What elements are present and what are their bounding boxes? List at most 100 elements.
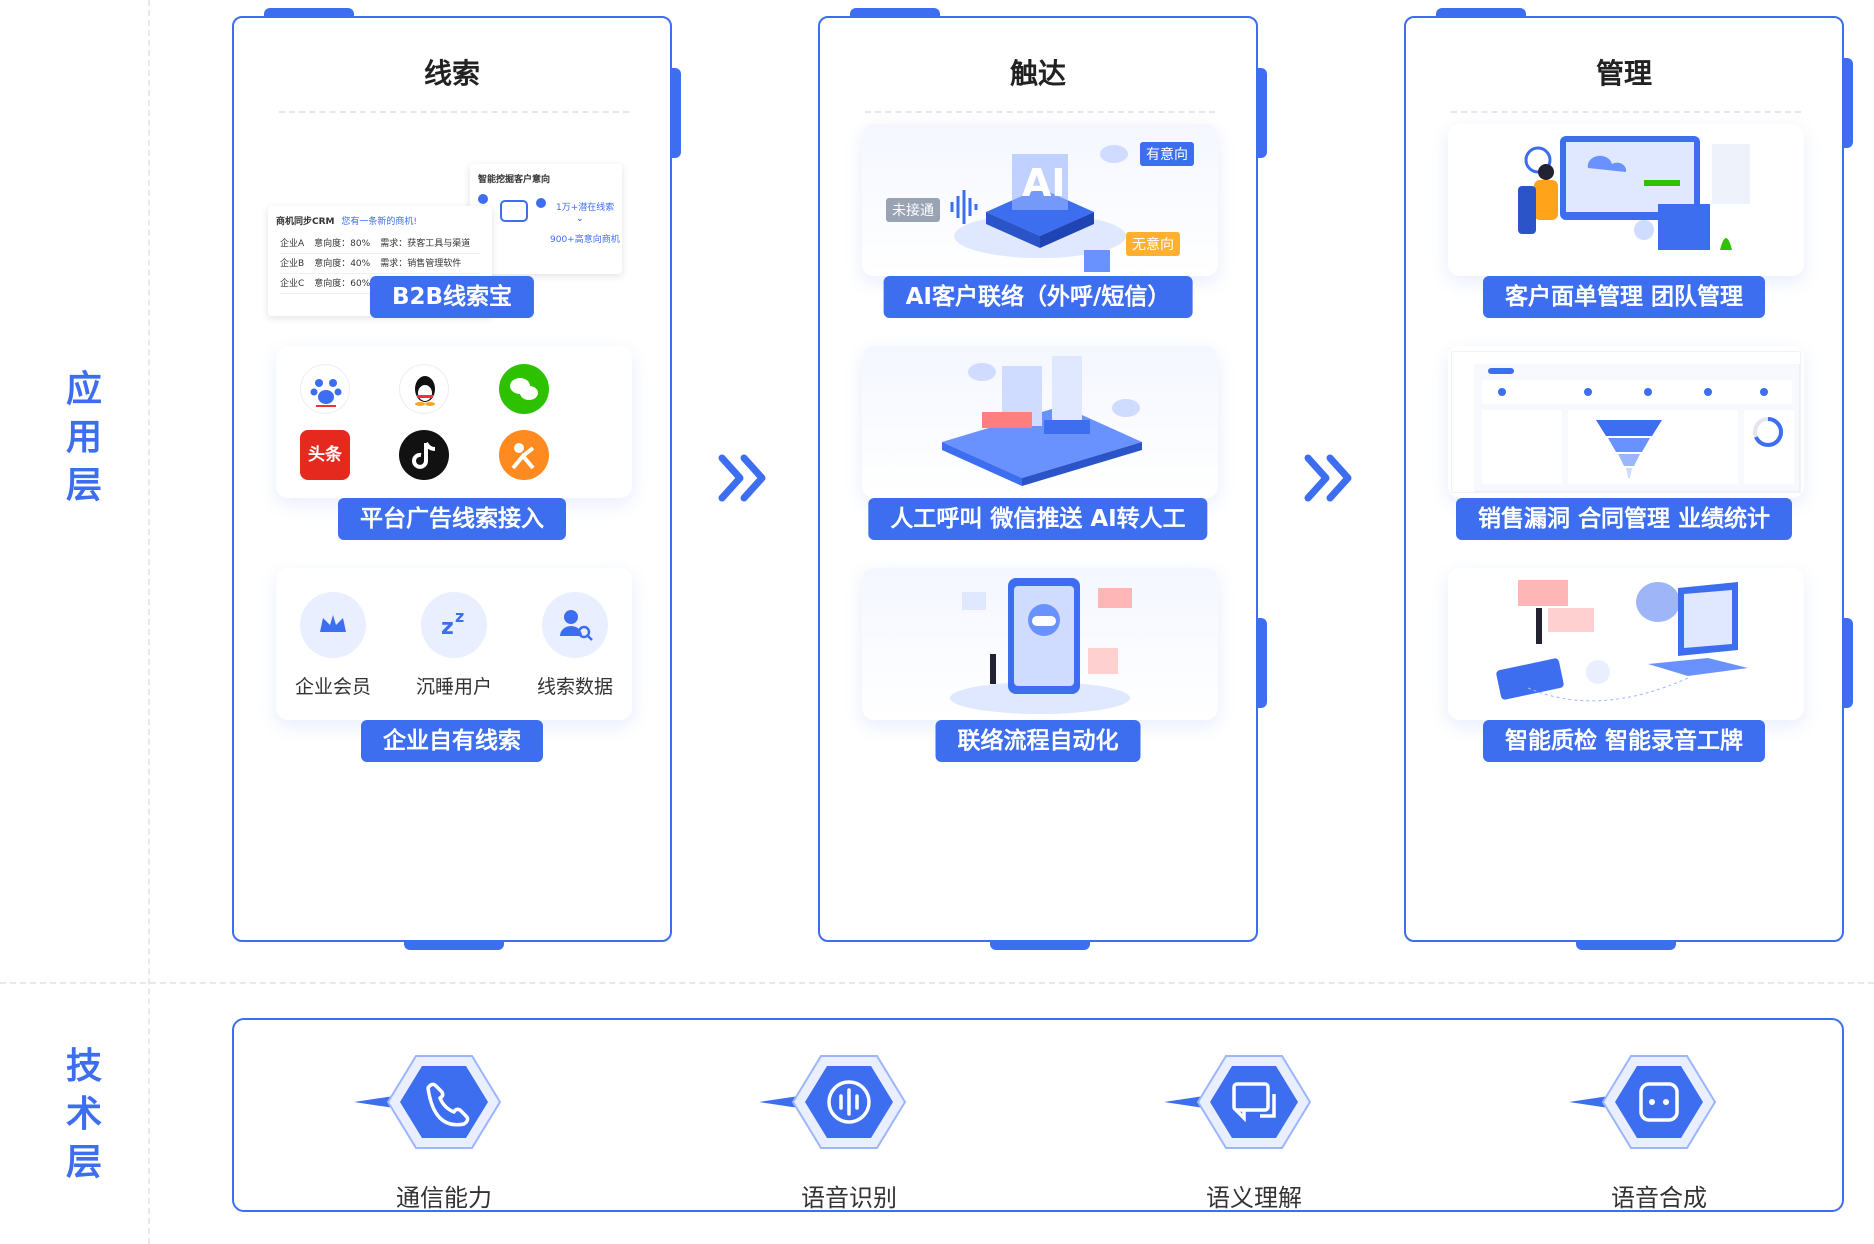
decor-tab — [1576, 940, 1676, 950]
svg-text:z: z — [441, 615, 454, 640]
table-cell: 需求：销售管理软件 — [380, 259, 462, 269]
robot-icon — [500, 200, 528, 222]
crown-icon — [300, 592, 366, 658]
node-icon — [536, 198, 546, 208]
column-title: 触达 — [1009, 57, 1066, 90]
voice-wave-icon — [759, 1055, 907, 1149]
application-layer-label: 应用层 — [65, 369, 102, 506]
column-reach: 触达 AI 未接通 有意向 无意向 AI客户联络（外呼/短信） — [818, 8, 1267, 950]
phone-icon — [354, 1055, 502, 1149]
ai-glyph: AI — [1022, 161, 1066, 205]
tag-not-interested: 无意向 — [1126, 232, 1180, 256]
table-cell: 企业B — [280, 259, 305, 269]
quality-inspection-illustration — [1448, 568, 1804, 720]
ai-mining-panel: 智能挖掘客户意向 1万+潜在线索 ⌄ 900+高意向商机 — [470, 164, 622, 274]
decor-tab — [850, 8, 940, 18]
decor-tab — [1257, 618, 1267, 708]
double-chevron-right-icon — [718, 454, 766, 502]
title-divider — [865, 111, 1215, 113]
node-icon — [478, 194, 488, 204]
chat-icon — [1164, 1055, 1312, 1149]
decor-tab — [1257, 68, 1267, 158]
vertical-divider — [148, 0, 150, 1244]
pill-quality-inspection[interactable]: 智能质检 智能录音工牌 — [1482, 720, 1766, 762]
pill-b2b[interactable]: B2B线索宝 — [369, 276, 535, 318]
table-cell: 意向度：40% — [314, 259, 371, 269]
title-divider — [279, 111, 629, 113]
opportunity-count: 900+高意向商机 — [550, 235, 620, 245]
decor-tab — [1843, 58, 1853, 148]
ai-contact-illustration: AI 未接通 有意向 无意向 — [862, 124, 1218, 276]
58-icon — [499, 430, 549, 480]
title-divider — [1451, 111, 1801, 113]
table-row: 企业A 意向度：80% 需求：获客工具与渠道 — [280, 234, 480, 254]
ai-cube-graphic: AI — [950, 145, 1128, 272]
sales-dashboard-illustration — [1448, 346, 1804, 498]
qq-icon — [399, 364, 449, 414]
decor-tab — [1843, 618, 1853, 708]
tech-label: 通信能力 — [396, 1184, 492, 1212]
source-label-data: 线索数据 — [536, 676, 613, 698]
technology-panel: 通信能力 语音识别 语义理解 — [232, 1018, 1844, 1212]
table-cell: 企业C — [280, 279, 305, 289]
pill-sales-funnel[interactable]: 销售漏洞 合同管理 业绩统计 — [1455, 498, 1793, 540]
tag-interested: 有意向 — [1140, 142, 1194, 166]
table-cell: 意向度：80% — [314, 239, 371, 249]
decor-tab — [1436, 8, 1526, 18]
customer-management-illustration — [1448, 124, 1804, 276]
tech-speech-synthesis: 语音合成 — [1559, 1040, 1759, 1212]
tech-label: 语音合成 — [1611, 1184, 1707, 1212]
laptop-phone-graphic — [1496, 580, 1748, 702]
horizontal-divider — [0, 982, 1874, 984]
pill-owned-leads[interactable]: 企业自有线索 — [361, 720, 543, 762]
table-row: 企业B 意向度：40% 需求：销售管理软件 — [280, 254, 480, 274]
column-leads: 线索 智能挖掘客户意向 1万+潜在线索 ⌄ 900+高意向商机 商机同步CRM … — [232, 8, 681, 950]
svg-text:z: z — [455, 607, 464, 626]
technology-layer-label: 技术层 — [65, 1046, 102, 1183]
table-cell: 企业A — [280, 239, 305, 249]
column-title: 管理 — [1595, 57, 1652, 90]
tech-label: 语义理解 — [1206, 1184, 1302, 1212]
leads-count: 1万+潜在线索 — [556, 203, 615, 213]
decor-tab — [990, 940, 1090, 950]
wechat-icon — [499, 364, 549, 414]
tech-semantic-understanding: 语义理解 — [1154, 1040, 1354, 1212]
pill-manual-call[interactable]: 人工呼叫 微信推送 AI转人工 — [868, 498, 1208, 540]
phone-platform-graphic — [942, 356, 1142, 486]
user-search-icon — [542, 592, 608, 658]
decor-tab — [671, 68, 681, 158]
logo-grid: 头条 — [276, 346, 632, 498]
pill-customer-management[interactable]: 客户面单管理 团队管理 — [1482, 276, 1766, 318]
tech-communication: 通信能力 — [344, 1040, 544, 1212]
toutiao-icon: 头条 — [300, 430, 350, 480]
table-cell: 意向度：60% — [314, 279, 371, 289]
manual-call-illustration — [862, 346, 1218, 498]
pill-platform-ads[interactable]: 平台广告线索接入 — [338, 498, 566, 540]
column-title: 线索 — [423, 57, 480, 90]
double-chevron-right-icon — [1304, 454, 1352, 502]
pill-ai-contact[interactable]: AI客户联络（外呼/短信） — [883, 276, 1193, 318]
source-label-dormant: 沉睡用户 — [415, 676, 492, 698]
douyin-icon — [399, 430, 449, 480]
ai-mining-title: 智能挖掘客户意向 — [478, 175, 551, 185]
pill-automation[interactable]: 联络流程自动化 — [935, 720, 1141, 762]
robot-phone-graphic — [950, 578, 1132, 714]
tag-not-connected: 未接通 — [886, 198, 940, 222]
crm-header: 商机同步CRM 您有一条新的商机! — [276, 217, 417, 227]
chevron-down-icon: ⌄ — [576, 214, 584, 224]
table-cell: 需求：获客工具与渠道 — [380, 239, 471, 249]
platform-logos-card: 头条 — [276, 346, 632, 498]
person-at-desk-graphic — [1518, 136, 1750, 250]
message-bubble-icon — [1569, 1055, 1717, 1149]
tech-speech-recognition: 语音识别 — [749, 1040, 949, 1212]
decor-tab — [264, 8, 354, 18]
automation-illustration — [862, 568, 1218, 720]
column-manage: 管理 客户面单管理 团队管理 — [1404, 8, 1853, 950]
tech-label: 语音识别 — [801, 1184, 897, 1212]
decor-tab — [404, 940, 504, 950]
source-label-member: 企业会员 — [294, 676, 371, 698]
baidu-icon — [300, 364, 350, 414]
dashboard-graphic — [1451, 351, 1801, 493]
